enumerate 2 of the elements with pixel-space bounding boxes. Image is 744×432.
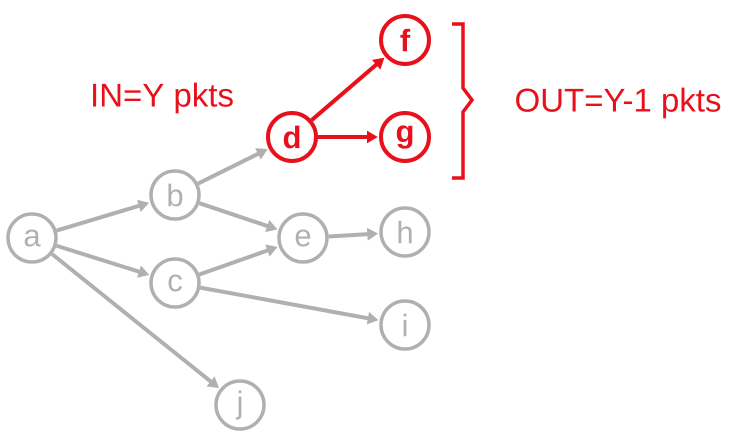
annotation-label: IN=Y pkts — [93, 82, 233, 114]
annotation-label: OUT=Y-1 pkts — [516, 88, 720, 118]
